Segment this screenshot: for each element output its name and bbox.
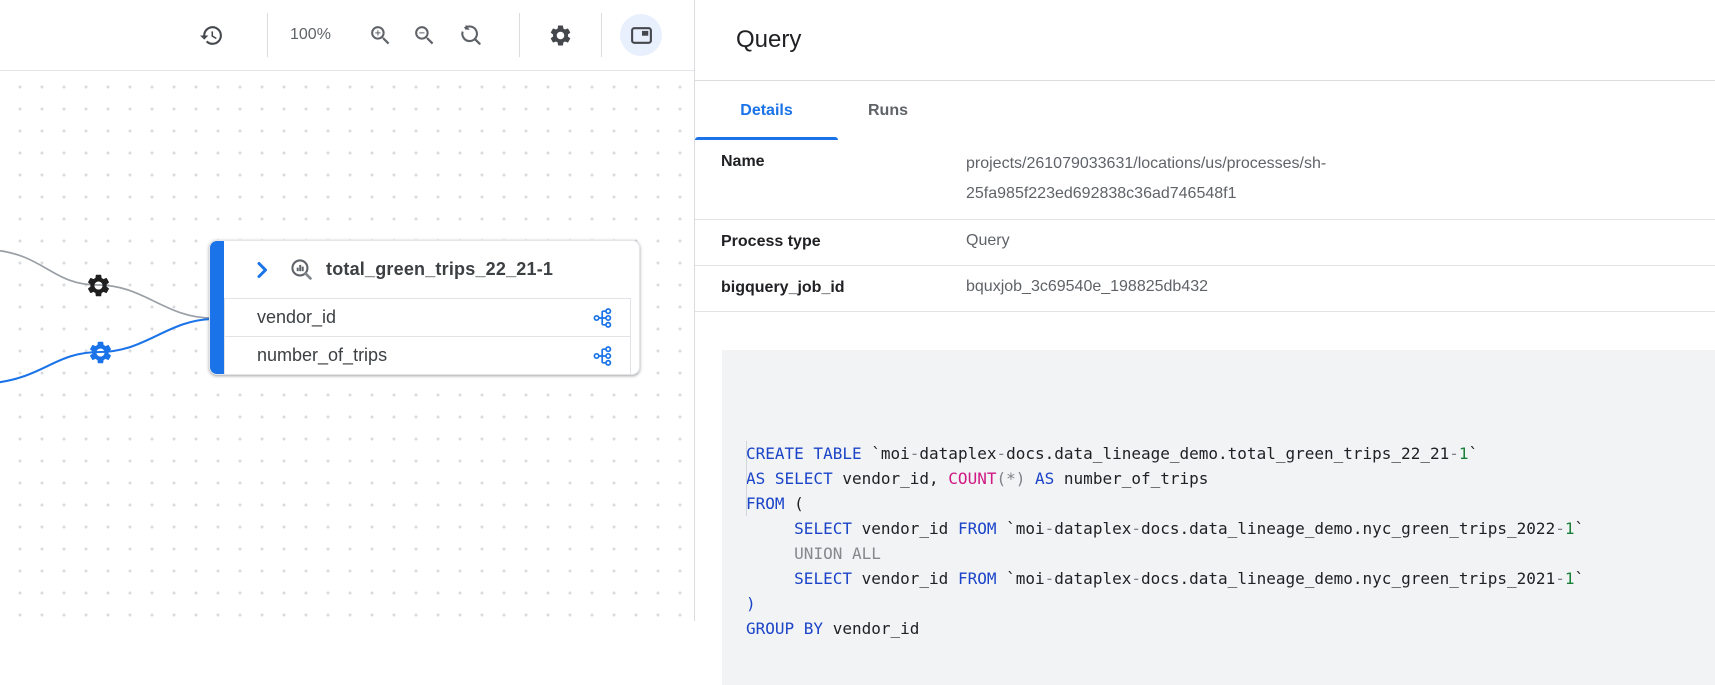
query-job-icon [291,259,312,280]
zoom-out-button[interactable] [404,15,444,55]
history-button[interactable] [191,15,231,55]
history-icon [199,25,222,45]
column-row-vendor-id[interactable]: vendor_id [224,298,631,337]
panel-header: Query [695,0,1715,81]
toolbar-separator [267,13,268,57]
column-name: number_of_trips [257,345,388,365]
node-header: total_green_trips_22_21-1 [224,241,639,298]
side-panel-toggle-button[interactable] [620,14,662,56]
detail-value: Query [966,232,1010,249]
detail-label: Name [721,153,765,170]
zoom-in-button[interactable] [360,15,400,55]
selected-process-gear[interactable] [87,339,114,366]
lineage-canvas-pane: total_green_trips_22_21-1 vendor_id numb… [0,0,694,621]
detail-row-name: Name projects/261079033631/locations/us/… [695,140,1715,220]
table-node-card[interactable]: total_green_trips_22_21-1 vendor_id numb… [209,240,640,375]
sql-line: AS SELECT vendor_id, COUNT(*) AS number_… [746,469,1209,488]
details-side-panel: Query Details Runs Name projects/2610790… [694,0,1715,685]
side-panel-toggle-icon [630,26,652,44]
sql-line: ) [746,594,756,613]
tab-runs[interactable]: Runs [838,81,938,140]
detail-label: bigquery_job_id [721,279,845,296]
node-columns: vendor_id number_of_trips [224,298,631,375]
column-lineage-icon[interactable] [592,306,616,330]
gear-icon [89,341,112,364]
detail-row-process-type: Process type Query [695,220,1715,266]
toolbar-separator [601,13,602,57]
detail-row-bigquery-job-id: bigquery_job_id bquxjob_3c69540e_198825d… [695,266,1715,312]
zoom-level-label: 100% [290,26,331,43]
detail-value: bquxjob_3c69540e_198825db432 [966,278,1209,295]
tab-details[interactable]: Details [695,81,838,140]
panel-title: Query [736,26,802,53]
zoom-reset-icon [460,24,481,45]
zoom-in-icon [370,25,389,44]
node-title: total_green_trips_22_21-1 [326,259,554,279]
details-table: Name projects/261079033631/locations/us/… [695,140,1715,312]
sql-code-block: CREATE TABLE `moi-dataplex-docs.data_lin… [722,350,1715,685]
detail-label: Process type [721,233,821,250]
column-lineage-icon[interactable] [592,344,616,368]
detail-value: projects/261079033631/locations/us/proce… [966,155,1327,202]
toolbar-separator [519,13,520,57]
sql-line: SELECT vendor_id FROM `moi-dataplex-docs… [794,569,1585,588]
canvas-toolbar: 100% [0,0,694,71]
settings-gear-icon [550,25,570,45]
column-row-number-of-trips[interactable]: number_of_trips [224,336,631,375]
column-name: vendor_id [257,307,337,327]
sql-indent-guide [746,441,747,516]
sql-line: UNION ALL [794,544,881,563]
sql-line: SELECT vendor_id FROM `moi-dataplex-docs… [794,519,1585,538]
node-accent-bar [210,241,224,374]
zoom-reset-button[interactable] [450,15,490,55]
upstream-process-gear[interactable] [85,272,112,299]
settings-button[interactable] [540,15,580,55]
sql-line: FROM ( [746,494,804,513]
zoom-out-icon [414,25,433,44]
gear-icon [87,274,110,297]
sql-line: GROUP BY vendor_id [746,619,920,638]
tab-bar: Details Runs [695,81,1715,140]
sql-line: CREATE TABLE `moi-dataplex-docs.data_lin… [746,444,1479,463]
expand-chevron-icon[interactable] [250,258,274,282]
